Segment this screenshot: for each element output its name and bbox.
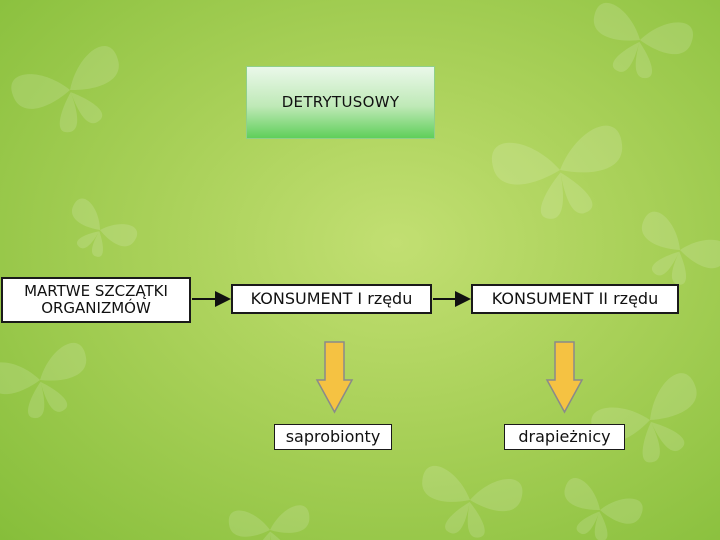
butterfly-icon [0, 340, 98, 428]
node-consumer-1: KONSUMENT I rzędu [231, 284, 432, 314]
node-saprobionts-label: saprobionty [286, 428, 381, 446]
node-saprobionts: saprobionty [274, 424, 392, 450]
node-predators-label: drapieżnicy [518, 428, 610, 446]
butterfly-icon [489, 123, 633, 227]
node-dead-matter: MARTWE SZCZĄTKI ORGANIZMÓW [1, 277, 191, 323]
butterfly-icon [57, 196, 140, 270]
diagram-title: DETRYTUSOWY [246, 66, 435, 139]
diagram-title-text: DETRYTUSOWY [282, 94, 400, 111]
butterfly-icon [228, 504, 313, 540]
butterfly-icon [414, 464, 524, 540]
butterfly-icon [582, 0, 696, 88]
butterfly-icon [552, 475, 645, 540]
node-dead-matter-line1: MARTWE SZCZĄTKI [24, 283, 168, 300]
node-consumer-2-label: KONSUMENT II rzędu [492, 290, 658, 308]
node-consumer-1-label: KONSUMENT I rzędu [251, 290, 413, 308]
node-predators: drapieżnicy [504, 424, 625, 450]
node-dead-matter-line2: ORGANIZMÓW [24, 300, 168, 317]
node-consumer-2: KONSUMENT II rzędu [471, 284, 679, 314]
butterfly-icon [7, 42, 135, 146]
